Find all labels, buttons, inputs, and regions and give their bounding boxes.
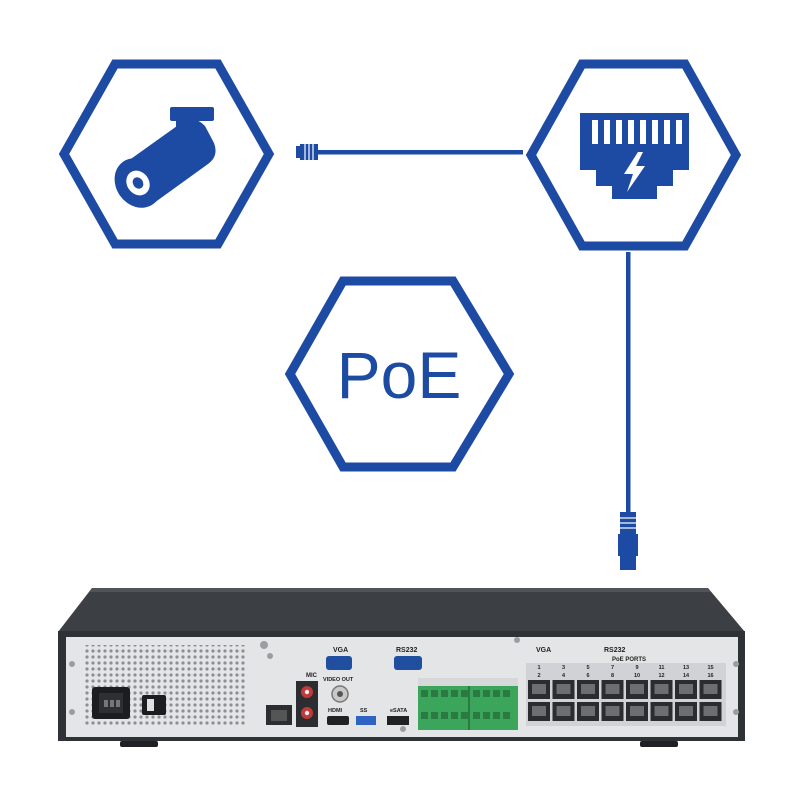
poe-hexagon: PoE [284, 276, 515, 472]
poe-rj45-port-socket [532, 706, 546, 716]
hdmi-port [327, 716, 349, 725]
poe-rj45-port-socket [630, 684, 644, 694]
poe-port-hexagon [525, 59, 742, 251]
poe-port-number: 7 [611, 665, 614, 671]
video-out-label: VIDEO OUT [323, 677, 354, 683]
poe-rj45-port-socket [556, 684, 571, 694]
poe-rj45-port-socket [703, 706, 718, 716]
esata-label: eSATA [390, 708, 407, 714]
rs232-left-label: RS232 [396, 647, 418, 654]
poe-rj45-port-socket [605, 684, 620, 694]
vga-left-label: VGA [333, 647, 348, 654]
ethernet-port-power-icon [580, 113, 689, 199]
rs232-left-port [394, 656, 422, 670]
poe-rj45-port-socket [703, 684, 718, 694]
poe-port-number: 4 [562, 673, 566, 679]
camera-hexagon-outline [58, 59, 275, 249]
camera-hexagon [58, 59, 275, 249]
poe-rj45-port-socket [532, 684, 546, 694]
poe-rj45-port-socket [679, 706, 693, 716]
poe-rj45-port-socket [581, 706, 595, 716]
poe-port-number: 1 [537, 665, 540, 671]
poe-port-number: 10 [634, 673, 640, 679]
ethernet-cable-horizontal [296, 144, 523, 160]
poe-rj45-port-socket [679, 684, 693, 694]
security-camera-icon [114, 107, 216, 208]
lightning-bolt-icon [624, 152, 645, 192]
poe-ports-label: PoE PORTS [612, 657, 646, 663]
nvr-recorder: MIC VGA VIDEO OUT HDMI SS eSATA RS232 [58, 588, 745, 747]
poe-rj45-port-socket [654, 684, 669, 694]
poe-hexagon-outline [284, 276, 515, 472]
poe-port-number: 15 [707, 665, 713, 671]
poe-rj45-port-socket [654, 706, 669, 716]
poe-port-number: 12 [658, 673, 664, 679]
ethernet-cable-vertical [618, 252, 638, 570]
poe-rj45-port-socket [630, 706, 644, 716]
poe-rj45-port-socket [556, 706, 571, 716]
nvr-top-lid [58, 588, 745, 632]
poe-port-number: 6 [586, 673, 589, 679]
poe-port-hexagon-outline [525, 59, 742, 251]
poe-port-number: 3 [562, 665, 565, 671]
usb-port [356, 716, 376, 725]
poe-port-number: 8 [611, 673, 614, 679]
usb-label: SS [360, 708, 368, 714]
poe-port-number: 16 [707, 673, 713, 679]
poe-port-number: 13 [683, 665, 689, 671]
poe-port-number: 14 [683, 673, 690, 679]
poe-rj45-port-socket [581, 684, 595, 694]
hdmi-label: HDMI [328, 708, 343, 714]
poe-port-number: 5 [586, 665, 589, 671]
vga-left-port [326, 656, 352, 670]
alarm-terminal-block [418, 678, 518, 730]
poe-port-number: 2 [537, 673, 540, 679]
poe-rj45-port-socket [605, 706, 620, 716]
poe-port-number: 9 [635, 665, 638, 671]
poe-port-number: 11 [659, 665, 665, 671]
vga-right-label: VGA [536, 647, 551, 654]
poe-label: PoE [337, 338, 462, 412]
mic-label: MIC [306, 673, 318, 679]
rs232-right-label: RS232 [604, 647, 626, 654]
esata-port [387, 716, 409, 725]
